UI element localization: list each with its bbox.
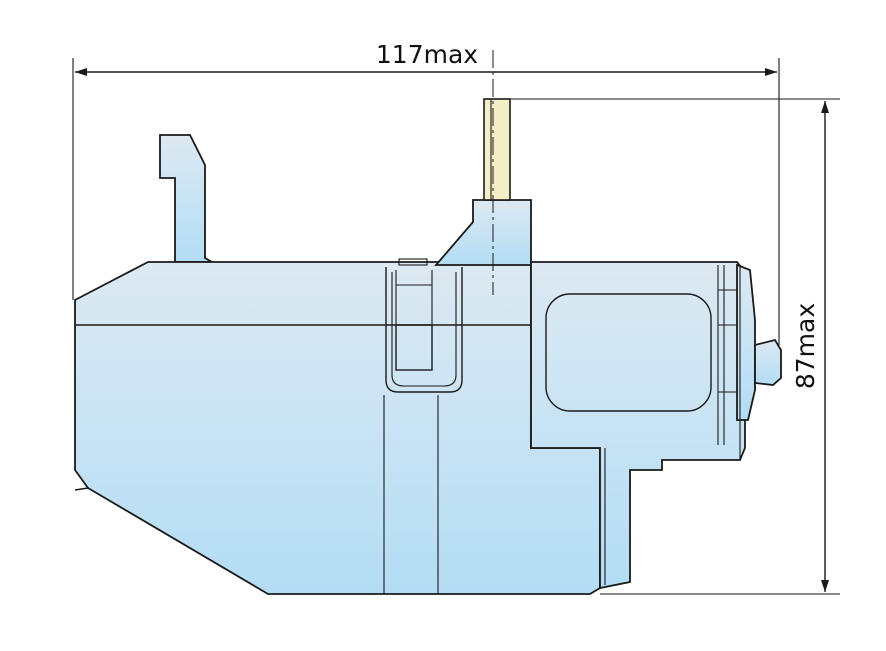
adjust-knob	[754, 338, 782, 386]
width-label: 117max	[376, 40, 478, 69]
housing-body	[74, 261, 601, 595]
terminal-window	[545, 293, 712, 412]
housing-details	[74, 258, 741, 594]
mounting-hook	[159, 134, 216, 263]
shaft-boss	[434, 199, 532, 266]
extension-lines	[72, 58, 840, 595]
front-cap	[736, 263, 756, 421]
height-label: 87max	[791, 303, 820, 389]
width-dimension: 117max	[75, 40, 777, 76]
shaft	[483, 98, 511, 201]
height-dimension: 87max	[791, 101, 829, 592]
